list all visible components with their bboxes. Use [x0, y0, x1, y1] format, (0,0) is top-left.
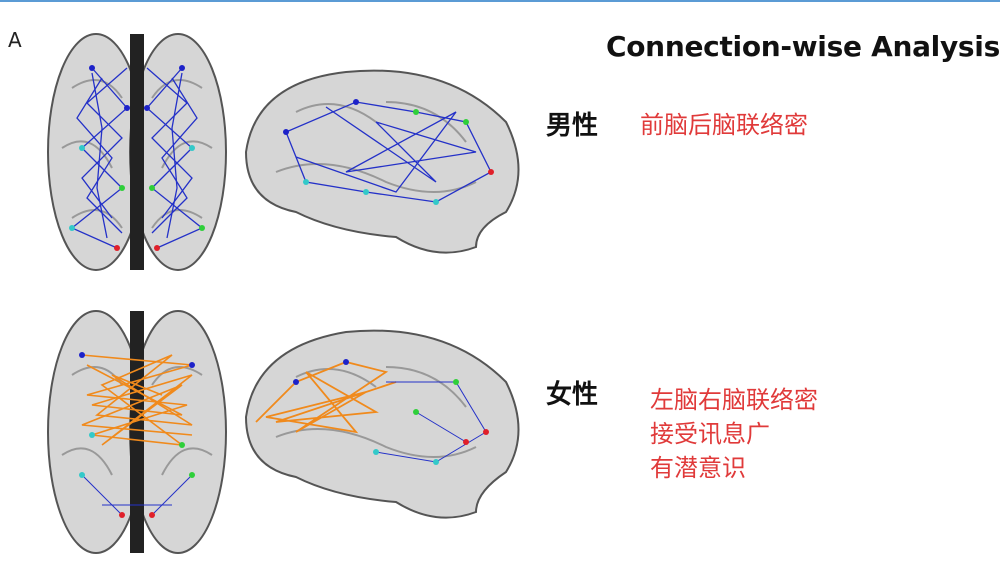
slide-title: Connection-wise Analysis — [606, 30, 1000, 63]
top-rule — [0, 0, 1000, 2]
male-label: 男性 — [546, 111, 599, 141]
male-sagittal-brain — [244, 69, 520, 254]
panel-letter: A — [8, 28, 22, 52]
male-axial-nodes — [69, 65, 205, 251]
female-axial-edges — [81, 354, 193, 447]
male-sagittal-nodes — [283, 99, 494, 205]
female-sagittal-nodes — [293, 359, 489, 465]
female-note-1: 左脑右脑联络密 — [650, 386, 818, 414]
female-axial-brain — [47, 310, 227, 554]
female-sagittal-brain — [244, 329, 520, 519]
female-note-2: 接受讯息广 — [650, 420, 770, 448]
female-sagittal-edges — [255, 361, 397, 434]
female-note-3: 有潜意识 — [650, 454, 746, 482]
female-axial-nodes — [79, 352, 195, 518]
female-label: 女性 — [546, 380, 599, 410]
male-axial-edges — [70, 67, 204, 249]
male-axial-brain — [47, 33, 227, 271]
male-note: 前脑后脑联络密 — [640, 111, 808, 139]
